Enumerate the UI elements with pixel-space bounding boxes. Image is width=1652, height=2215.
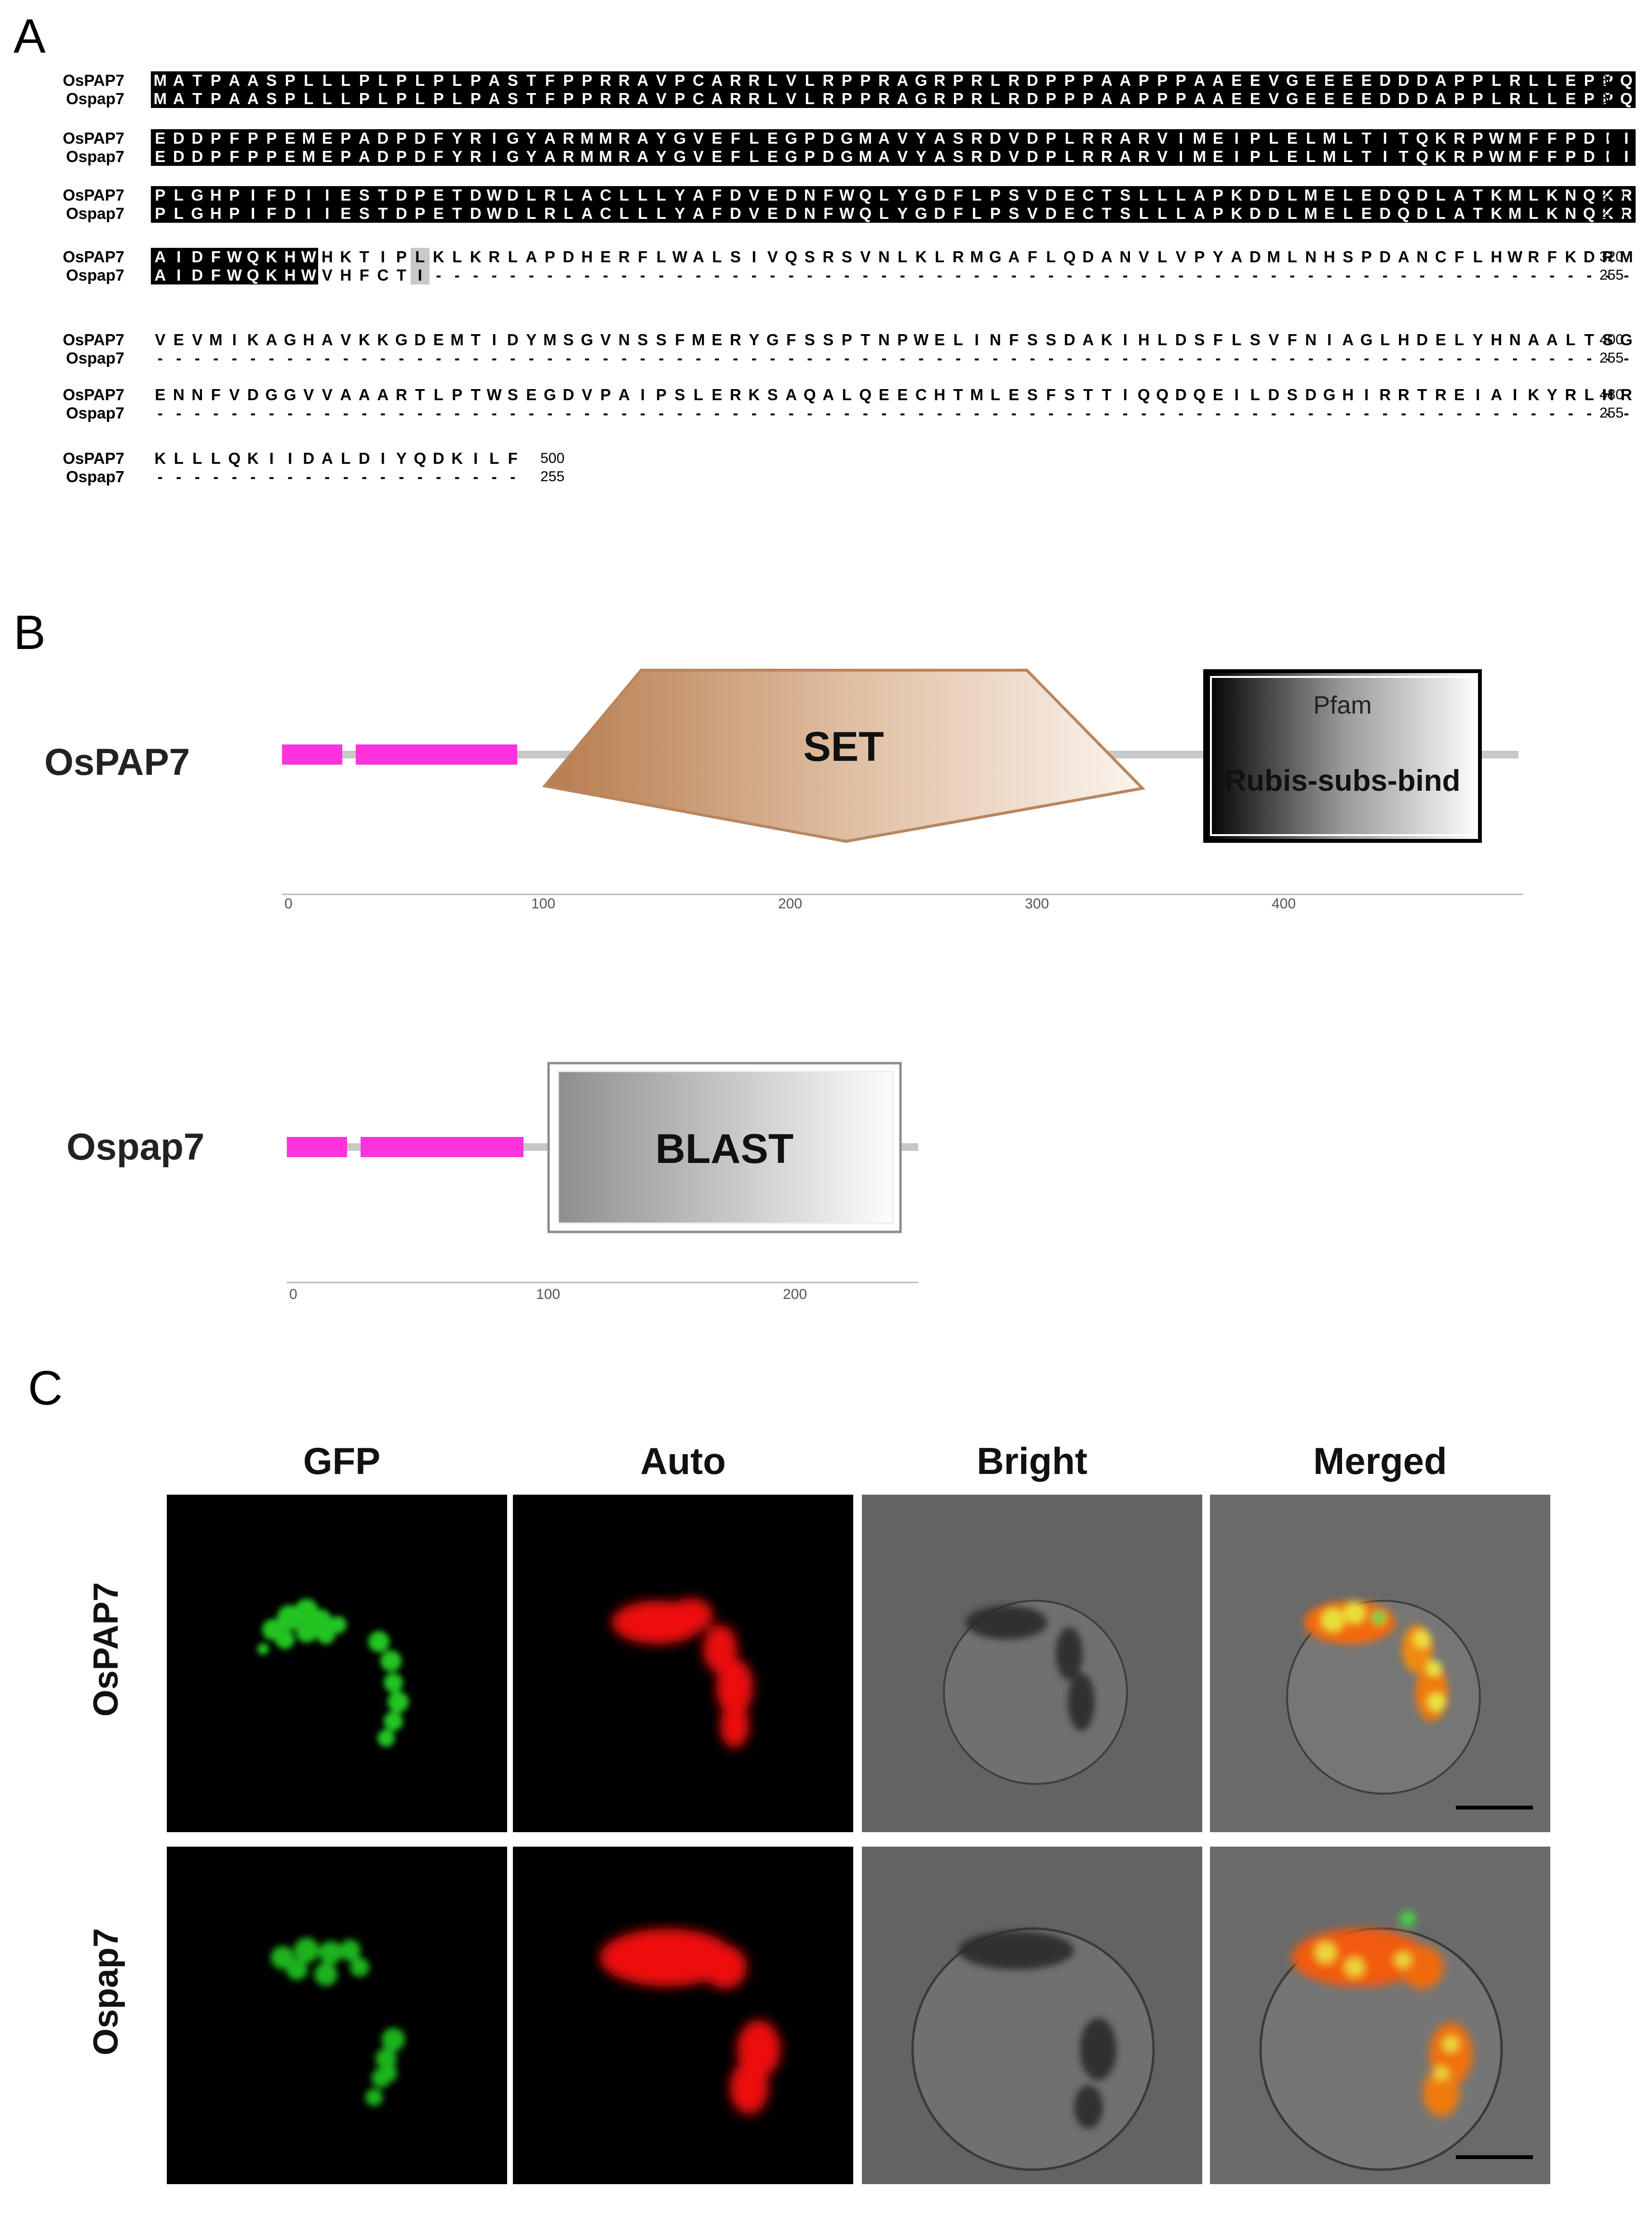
residue-count: 480 [1599, 387, 1624, 403]
blast-domain-label: BLAST [656, 1126, 794, 1172]
scale-bar-2 [1456, 2155, 1533, 2159]
sequence-name: OsPAP7 [63, 331, 124, 349]
sequence-name: Ospap7 [66, 404, 124, 422]
scale-tick-label: 0 [284, 896, 293, 912]
signal-segment-2 [356, 744, 517, 765]
domain-diagram-ospap7-full: SET Pfam Rubis-subs-bind [282, 669, 1523, 895]
set-domain-label: SET [803, 724, 884, 770]
column-header-merged: Merged [1313, 1440, 1447, 1482]
sequence-name: Ospap7 [66, 266, 124, 284]
image-auto-ospap7-trunc [513, 1847, 853, 2184]
scale-tick-label: 100 [536, 1286, 561, 1302]
residue-count: 240 [1599, 187, 1624, 203]
residue-count: 255 [1599, 267, 1624, 283]
sequence-residues: ----------------------------------------… [157, 349, 1629, 367]
scale-tick-label: 200 [783, 1286, 807, 1302]
residue-count: 240 [1599, 205, 1624, 221]
blast-domain-fill [557, 1070, 894, 1224]
alignment-row: Ospap7 -------------------- 255 [42, 468, 1652, 486]
scale-tick-label: 0 [289, 1286, 297, 1302]
residue-count: 255 [1599, 405, 1624, 421]
sequence-name: OsPAP7 [63, 386, 124, 404]
sequence-name: Ospap7 [66, 148, 124, 165]
residue-count: 255 [540, 469, 565, 485]
sequence-name: Ospap7 [66, 468, 124, 486]
residue-count: 80 [1599, 91, 1616, 107]
rubis-domain-inner-frame [1210, 676, 1476, 836]
panel-a-label: A [13, 9, 46, 63]
alignment-row: Ospap7 ----------------------------------… [42, 349, 1652, 367]
scale-tick-label: 300 [1025, 896, 1049, 912]
image-merged-ospap7-full [1210, 1495, 1550, 1832]
rubis-domain [1203, 669, 1482, 843]
sequence-name: OsPAP7 [63, 248, 124, 266]
row-label-ospap7-full: OsPAP7 [87, 1582, 125, 1717]
domain-name-ospap7-trunc: Ospap7 [67, 1125, 205, 1168]
residue-count: 500 [540, 450, 565, 466]
residue-count: 80 [1599, 72, 1616, 88]
pfam-label: Pfam [1313, 691, 1371, 719]
sequence-residues: -------------------- [157, 468, 516, 486]
row-label-ospap7-trunc: Ospap7 [87, 1928, 125, 2056]
image-bright-ospap7-full [862, 1495, 1202, 1832]
column-header-gfp: GFP [303, 1440, 381, 1482]
set-domain [542, 669, 1146, 843]
sequence-name: Ospap7 [66, 90, 124, 108]
column-header-bright: Bright [977, 1440, 1088, 1482]
sequence-name: OsPAP7 [63, 186, 124, 204]
column-header-auto: Auto [640, 1440, 726, 1482]
sequence-name: OsPAP7 [63, 71, 124, 89]
sequence-residues: ----------------------------------------… [157, 404, 1629, 422]
alignment-row: Ospap7 ----------------------------------… [42, 404, 1652, 422]
panel-c-label: C [28, 1361, 63, 1415]
sequence-name: OsPAP7 [63, 129, 124, 147]
panel-b-label: B [13, 606, 46, 660]
sequence-name: OsPAP7 [63, 449, 124, 467]
rubis-domain-label: Rubis-subs-bind [1224, 764, 1460, 797]
signal-segment-1-trunc [287, 1137, 347, 1157]
domain-diagram-ospap7-trunc: BLAST [287, 1062, 918, 1283]
image-gfp-ospap7-full [167, 1495, 507, 1832]
image-gfp-ospap7-trunc [167, 1847, 507, 2184]
scale-tick-label: 400 [1272, 896, 1296, 912]
scale-tick-label: 100 [531, 896, 556, 912]
scale-tick-label: 200 [778, 896, 803, 912]
signal-segment-2-trunc [361, 1137, 524, 1157]
residue-count: 160 [1599, 130, 1624, 146]
image-auto-ospap7-full [513, 1495, 853, 1832]
signal-segment-1 [282, 744, 342, 765]
residue-count: 400 [1599, 332, 1624, 348]
domain-name-ospap7-full: OsPAP7 [44, 741, 190, 783]
image-merged-ospap7-trunc [1210, 1847, 1550, 2184]
residue-count: 160 [1599, 149, 1624, 164]
residue-count: 320 [1599, 249, 1624, 265]
sequence-name: Ospap7 [66, 349, 124, 367]
scale-bar-1 [1456, 1806, 1533, 1810]
sequence-name: Ospap7 [66, 204, 124, 222]
residue-count: 255 [1599, 350, 1624, 366]
image-bright-ospap7-trunc [862, 1847, 1202, 2184]
